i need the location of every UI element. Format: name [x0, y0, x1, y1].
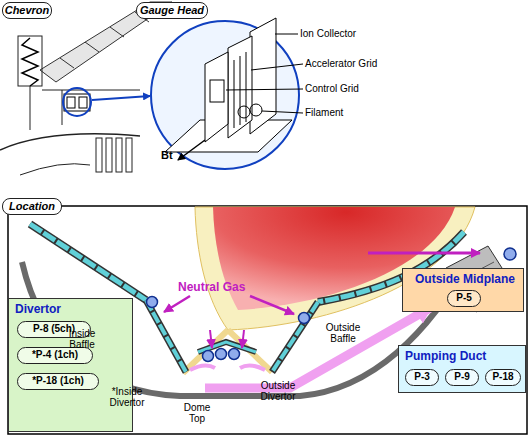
chevron-structure-part: [116, 138, 122, 172]
gas-flow-arrows-part: [240, 365, 265, 370]
chevron-structure-part: [79, 97, 87, 108]
gauge-pill: P-5: [447, 290, 481, 307]
gauge-head-magnifier-part: [234, 60, 235, 128]
chevron-structure-part: [67, 97, 75, 108]
first-wall-tiles-part: [30, 224, 146, 300]
chevron-structure-part: [42, 90, 140, 91]
gauge-head-magnifier-part: [205, 52, 228, 142]
part-label: *Inside Divertor: [98, 386, 156, 408]
gauge-markers-part: [203, 351, 214, 362]
panel-heading: Pumping Duct: [405, 349, 486, 363]
gauge-head-magnifier-part: [178, 140, 205, 160]
location-panel: DivertorP-8 (5ch)*P-4 (1ch)*P-18 (1ch): [8, 298, 133, 432]
node-label: Location: [3, 199, 61, 214]
part-label: Dome Top: [176, 402, 218, 424]
section-tag: Chevron: [2, 2, 52, 19]
chevron-structure-part: [22, 38, 38, 86]
node-label: *P-18 (1ch): [18, 374, 98, 388]
gauge-markers-part: [147, 297, 158, 308]
gauge-head-magnifier-part: [262, 111, 303, 113]
gas-flow-arrows-part: [368, 252, 480, 255]
plasma-region-part: [183, 330, 228, 373]
gauge-head-magnifier-part: [251, 64, 303, 70]
gauge-pill: P-3: [405, 369, 439, 386]
gauge-head-magnifier-part: [246, 52, 247, 122]
chevron-structure-part: [20, 164, 90, 175]
chevron-structure-part: [64, 94, 90, 111]
node-label: P-3: [406, 370, 438, 384]
chevron-structure-part: [126, 138, 132, 172]
node-label: P-9: [446, 370, 478, 384]
panel-heading: Outside Midplane: [415, 272, 515, 286]
chevron-structure-part: [110, 27, 124, 37]
chevron-structure-part: [60, 58, 74, 68]
gauge-markers-part: [299, 313, 310, 324]
node-label: *P-4 (1ch): [18, 348, 92, 362]
gauge-markers-part: [504, 248, 516, 260]
section-tag: Location: [2, 198, 62, 215]
gas-flow-arrows-part: [250, 296, 294, 314]
location-frame-part: [8, 206, 527, 434]
first-wall-tiles-part: [272, 302, 318, 372]
gas-flow-arrows-part: [210, 330, 212, 348]
first-wall-tiles-part: [30, 224, 146, 300]
section-tag: Gauge Head: [136, 2, 208, 19]
gauge-head-magnifier: [151, 18, 303, 169]
gas-flow-arrows-part: [242, 330, 244, 348]
chevron-structure-part: [30, 86, 31, 130]
node-label: Chevron: [3, 3, 51, 18]
gas-flow-arrows-part: [164, 296, 190, 312]
gauge-markers-part: [229, 349, 240, 360]
location-panel: Outside MidplaneP-5: [402, 268, 524, 312]
part-label: Inside Baffle: [60, 328, 104, 350]
gauge-head-magnifier-part: [228, 36, 252, 138]
panel-heading: Divertor: [15, 302, 61, 316]
gauge-pill: P-9: [445, 369, 479, 386]
chevron-structure-part: [106, 138, 112, 172]
gauge-head-magnifier-part: [240, 56, 241, 125]
node-label: P-18: [486, 370, 520, 384]
gauge-head-magnifier-part: [275, 34, 298, 35]
gauge-head-magnifier-part: [250, 104, 262, 116]
chevron-structure: [0, 2, 172, 175]
node-label: P-5: [448, 291, 480, 305]
part-label: Outside Divertor: [250, 380, 306, 402]
gauge-head-magnifier-part: [151, 21, 299, 169]
location-frame: [8, 206, 527, 434]
chevron-structure-part: [63, 88, 91, 116]
chevron-structure-part: [92, 96, 150, 100]
part-label: Bt: [161, 150, 173, 161]
chevron-structure-part: [62, 90, 63, 125]
chevron-structure-part: [85, 42, 99, 52]
gauge-markers-part: [216, 349, 227, 360]
part-label: Accelerator Grid: [305, 58, 377, 69]
chevron-structure-part: [18, 36, 42, 86]
part-label: Ion Collector: [300, 28, 356, 39]
gauge-pill: P-18: [485, 369, 521, 386]
node-label: Gauge Head: [137, 3, 207, 18]
part-label: Control Grid: [305, 83, 359, 94]
gauge-head-magnifier-part: [250, 18, 276, 134]
part-label: Outside Baffle: [318, 322, 368, 344]
gauge-head-magnifier-part: [210, 80, 224, 102]
first-wall-tiles-part: [272, 302, 318, 372]
gauge-pill: *P-18 (1ch): [17, 373, 99, 390]
part-label: Neutral Gas: [178, 282, 245, 293]
gas-flow-arrows-part: [190, 365, 215, 370]
part-label: Filament: [305, 107, 343, 118]
gas-flow-arrows-part: [205, 308, 430, 388]
chevron-structure-part: [96, 138, 102, 172]
gauge-head-magnifier-part: [238, 106, 250, 118]
location-panel: Pumping DuctP-3 P-9 P-18: [398, 345, 526, 393]
gauge-head-magnifier-part: [226, 89, 303, 90]
